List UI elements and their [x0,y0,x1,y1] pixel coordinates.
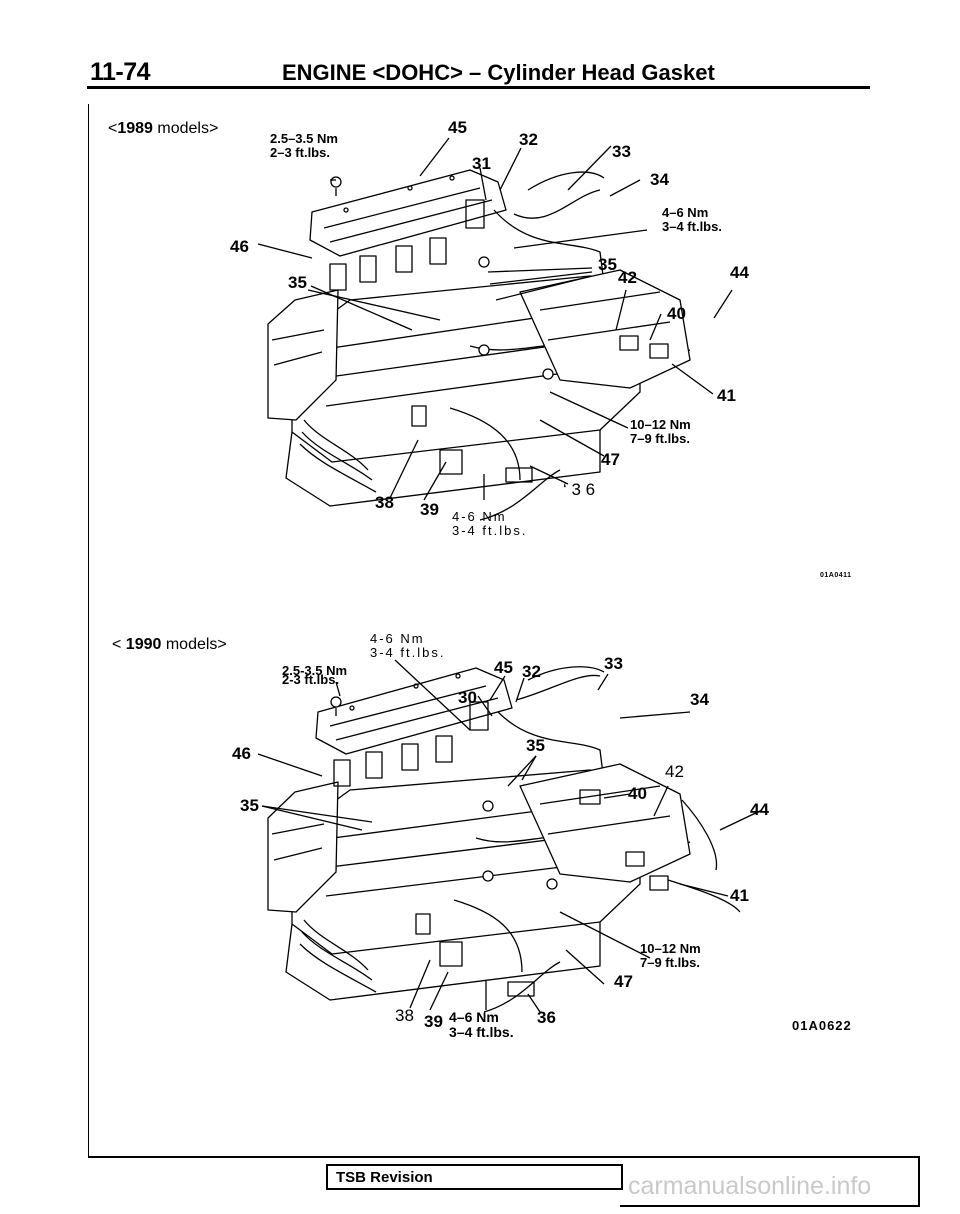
spec-metric: 4-6 Nm [452,509,507,524]
callout-32: 32 [519,130,538,149]
callout-42: 42 [665,762,684,781]
callout-47: 47 [601,450,620,469]
callout-33: 33 [612,142,631,161]
callout-30: 30 [458,688,477,707]
spec-metric: 4–6 Nm [662,205,709,220]
spec-metric: 10–12 Nm [630,417,691,432]
callout-39: 39 [424,1012,443,1031]
torque-spec-cover-bolt: 2.5-3.5 Nm 2-3 ft.lbs. [282,663,348,687]
header-rule [87,86,870,89]
callout-40: 40 [667,304,686,323]
callout-35-upper: 35 [526,736,545,755]
engine-assembly-1990 [257,659,763,1013]
callout-45: 45 [448,118,467,137]
page-header: 11-74 ENGINE <DOHC> – Cylinder Head Gask… [0,0,960,100]
callout-35-left: 35 [288,273,307,292]
section-label-1990: < 1990 models> [112,636,227,654]
spec-imperial: 2-3 ft.lbs. [282,672,340,687]
callout-32: 32 [522,662,541,681]
spec-imperial: 7–9 ft.lbs. [640,955,700,970]
figure-code-1990: 01A0622 [792,1018,852,1033]
callout-40: 40 [628,784,647,803]
torque-spec-harness-bracket: 10–12 Nm 7–9 ft.lbs. [630,418,691,446]
figure-code-1989: 01A0411 [820,572,852,579]
site-watermark: carmanualsonline.info [628,1172,872,1200]
torque-spec-bottom-bolt: 4-6 Nm 3-4 ft.lbs. [452,510,527,538]
callout-36: 36 [537,1008,556,1027]
torque-spec-bottom-bolt: 4–6 Nm 3–4 ft.lbs. [449,1010,514,1040]
spec-metric: 4-6 Nm [370,631,425,646]
callout-46: 46 [232,744,251,763]
callout-47: 47 [614,972,633,991]
callout-34: 34 [650,170,669,189]
callout-44: 44 [750,800,769,819]
callout-38: 38 [375,493,394,512]
section-label-rest: models> [161,636,227,653]
spec-imperial: 7–9 ft.lbs. [630,431,690,446]
right-footer-rule [918,1156,920,1206]
spec-metric: 2.5–3.5 Nm [270,131,338,146]
callout-33: 33 [604,654,623,673]
section-label-1989: <1989 models> [108,120,218,138]
callout-44: 44 [730,263,749,282]
spec-imperial: 3-4 ft.lbs. [452,523,528,538]
engine-assembly-1989 [257,137,733,521]
callout-35-left: 35 [240,796,259,815]
callout-35-right: 35 [598,255,617,274]
section-label-year: 1989 [117,120,153,137]
spec-imperial: 3–4 ft.lbs. [662,219,722,234]
callout-41: 41 [730,886,749,905]
spec-imperial: 3-4 ft.lbs. [370,645,446,660]
torque-spec-harness-upper: 4–6 Nm 3–4 ft.lbs. [662,206,722,234]
callout-31: 31 [472,154,491,173]
footer-rule [88,1156,920,1158]
torque-spec-top: 4-6 Nm 3-4 ft.lbs. [370,632,445,660]
section-label-rest: models> [152,120,219,137]
section-label-prefix: < [108,120,118,137]
page-title: ENGINE <DOHC> – Cylinder Head Gasket [282,60,715,85]
callout-39: 39 [420,500,439,519]
page-number: 11-74 [90,58,151,86]
callout-38: 38 [395,1006,414,1025]
callout-45: 45 [494,658,513,677]
callout-36: ‘ 3 6 [563,480,596,499]
section-label-year: 1990 [125,636,162,653]
callout-34: 34 [690,690,709,709]
callout-42: 42 [618,268,637,287]
spec-metric: 2.5-3.5 Nm [282,663,348,678]
tsb-revision-label: TSB Revision [336,1169,433,1186]
callout-41: 41 [717,386,736,405]
spec-metric: 4–6 Nm [449,1009,499,1025]
callout-46: 46 [230,237,249,256]
torque-spec-cover-bolt: 2.5–3.5 Nm 2–3 ft.lbs. [270,132,338,160]
torque-spec-harness-bracket: 10–12 Nm 7–9 ft.lbs. [640,942,701,970]
spec-imperial: 3–4 ft.lbs. [449,1024,514,1040]
tsb-revision-box: TSB Revision [326,1164,623,1190]
bottom-right-rule [620,1205,920,1207]
spec-imperial: 2–3 ft.lbs. [270,145,330,160]
section-label-prefix: < [112,636,126,653]
left-margin-rule [88,104,89,1156]
spec-metric: 10–12 Nm [640,941,701,956]
